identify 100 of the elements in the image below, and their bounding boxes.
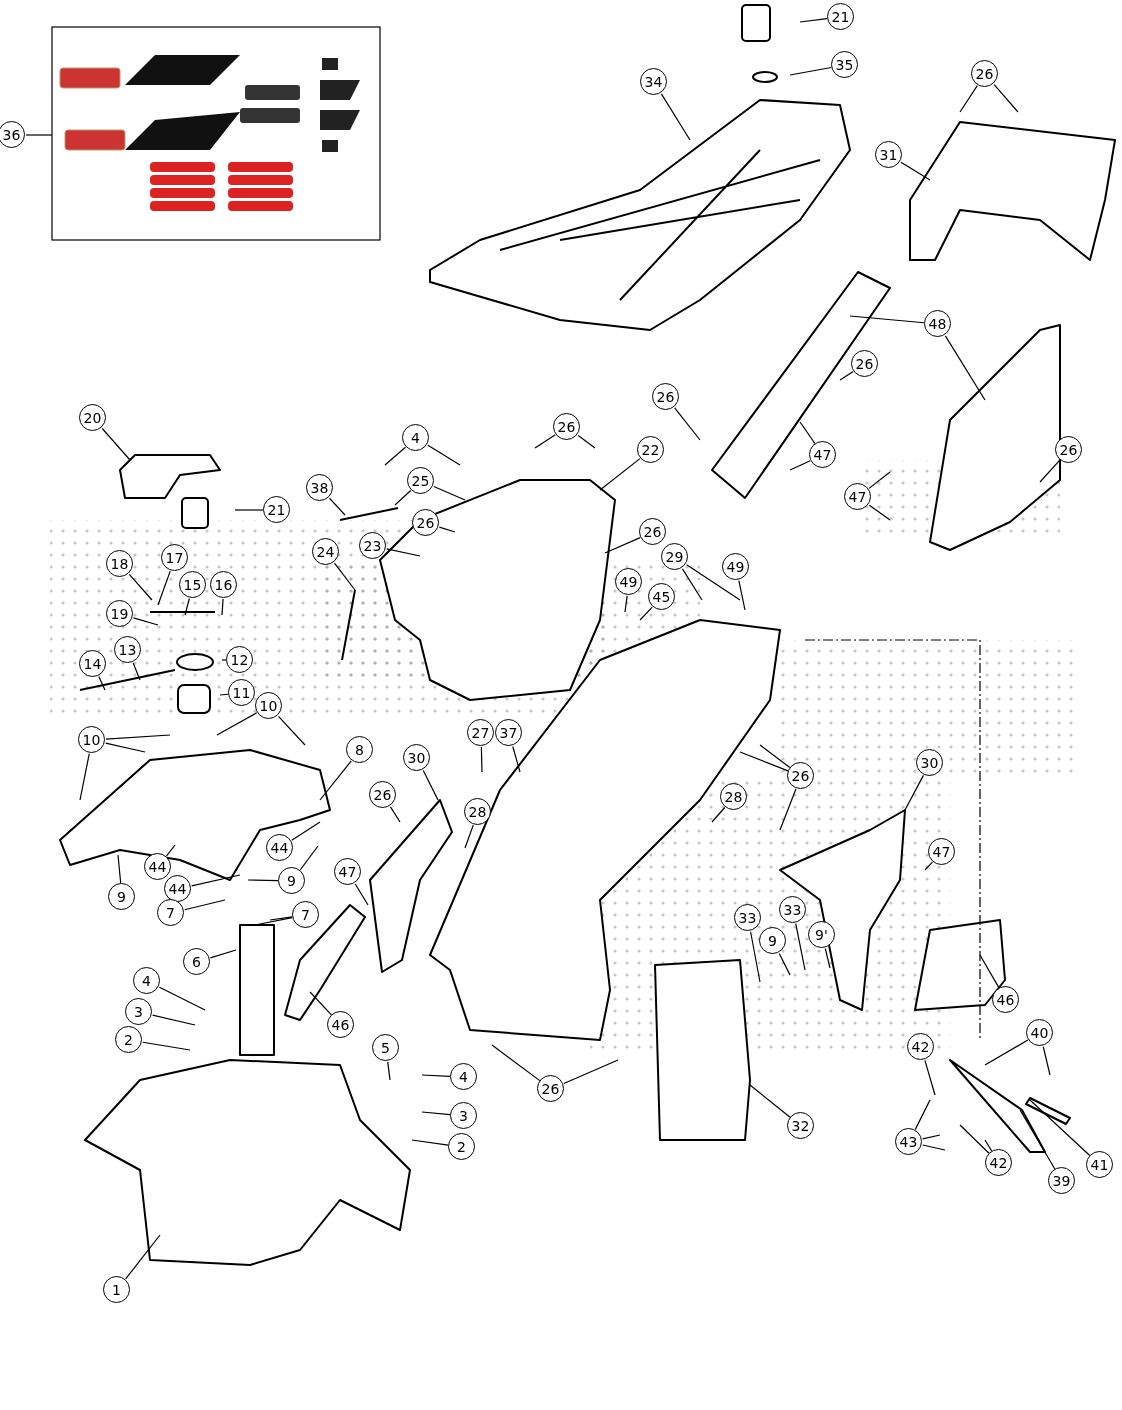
- leader-line: [433, 485, 466, 501]
- leader-line: [389, 806, 401, 823]
- callout-number: 9: [759, 927, 786, 954]
- leader-line: [394, 489, 412, 506]
- leader-line: [384, 446, 407, 466]
- callout-number: 47: [928, 838, 955, 865]
- leader-line: [319, 760, 352, 801]
- callout-number: 49: [615, 568, 642, 595]
- callout-number: 15: [179, 571, 206, 598]
- leader-line: [157, 570, 171, 606]
- leader-line: [427, 444, 461, 466]
- callout-number: 37: [495, 719, 522, 746]
- callout-number: 16: [210, 571, 237, 598]
- leader-line: [900, 161, 931, 181]
- leader-line: [984, 1039, 1029, 1066]
- callout-number: 20: [79, 404, 106, 431]
- callout-number: 47: [334, 858, 361, 885]
- leader-line: [165, 844, 176, 857]
- callout-number: 4: [450, 1063, 477, 1090]
- callout-number: 33: [779, 896, 806, 923]
- callout-number: 26: [851, 350, 878, 377]
- leader-line: [117, 854, 122, 884]
- leader-line: [979, 954, 1000, 989]
- leader-line: [421, 1074, 451, 1077]
- leader-line: [1019, 1109, 1056, 1170]
- callout-number: 13: [114, 636, 141, 663]
- callout-number: 19: [106, 600, 133, 627]
- leader-line: [922, 1144, 946, 1151]
- leader-line: [128, 573, 153, 601]
- callout-number: 26: [971, 60, 998, 87]
- callout-number: 27: [467, 719, 494, 746]
- leader-line: [132, 617, 159, 626]
- callout-number: 35: [831, 51, 858, 78]
- callout-number: 14: [79, 650, 106, 677]
- callout-number: 47: [844, 483, 871, 510]
- callout-number: 44: [266, 834, 293, 861]
- callout-number: 9: [108, 883, 135, 910]
- callout-number: 5: [372, 1034, 399, 1061]
- leader-line: [191, 874, 241, 887]
- callout-number: 47: [809, 441, 836, 468]
- callout-number: 42: [907, 1033, 934, 1060]
- leader-line: [922, 1134, 941, 1140]
- leader-line: [438, 526, 456, 533]
- leader-line: [125, 1234, 161, 1280]
- callout-number: 4: [402, 424, 429, 451]
- callout-number: 49: [722, 553, 749, 580]
- leader-line: [247, 879, 279, 882]
- callout-number: 44: [164, 875, 191, 902]
- callout-number: 1: [103, 1276, 130, 1303]
- leader-line: [221, 598, 224, 616]
- leader-line: [924, 861, 933, 871]
- callout-number: 10: [78, 726, 105, 753]
- callout-number: 26: [639, 518, 666, 545]
- leader-line: [152, 1014, 196, 1026]
- leader-line: [959, 85, 978, 113]
- leader-line: [749, 1084, 791, 1118]
- leader-line: [639, 606, 653, 621]
- callout-number: 17: [161, 544, 188, 571]
- callout-number: 26: [787, 762, 814, 789]
- callout-number: 3: [125, 998, 152, 1025]
- leader-line: [309, 991, 332, 1016]
- callout-number: 26: [1055, 436, 1082, 463]
- callout-number: 26: [369, 781, 396, 808]
- callout-number: 6: [183, 948, 210, 975]
- leader-line: [184, 597, 190, 616]
- leader-line: [750, 931, 761, 983]
- leader-line: [291, 821, 321, 841]
- leader-line: [849, 315, 925, 324]
- callout-number: 46: [327, 1011, 354, 1038]
- callout-number: 8: [346, 736, 373, 763]
- leader-line: [234, 509, 264, 511]
- callout-number: 40: [1026, 1019, 1053, 1046]
- callout-number: 29: [661, 543, 688, 570]
- leader-line: [868, 471, 891, 489]
- callout-number: 45: [648, 583, 675, 610]
- leader-line: [132, 662, 141, 681]
- callout-number: 7: [292, 901, 319, 928]
- callout-number: 10: [255, 692, 282, 719]
- leader-line: [681, 568, 703, 601]
- callout-number: 21: [263, 496, 290, 523]
- leader-line: [464, 824, 474, 849]
- leader-line: [795, 923, 806, 971]
- callout-number: 2: [448, 1133, 475, 1160]
- leader-line: [563, 1059, 619, 1085]
- leader-line: [759, 744, 791, 769]
- leader-line: [924, 1059, 936, 1096]
- callout-number: 33: [734, 904, 761, 931]
- callout-number: 34: [640, 68, 667, 95]
- callout-number: 44: [144, 853, 171, 880]
- leader-line: [624, 595, 628, 613]
- callout-number: 30: [916, 749, 943, 776]
- leader-line: [778, 952, 791, 976]
- leader-line: [184, 899, 226, 911]
- leader-line: [799, 421, 816, 445]
- callout-number: 2: [115, 1026, 142, 1053]
- leader-line: [512, 745, 521, 773]
- leader-line: [142, 1041, 191, 1051]
- callout-number: 22: [637, 436, 664, 463]
- leader-line: [868, 504, 891, 521]
- leader-line: [914, 1099, 931, 1131]
